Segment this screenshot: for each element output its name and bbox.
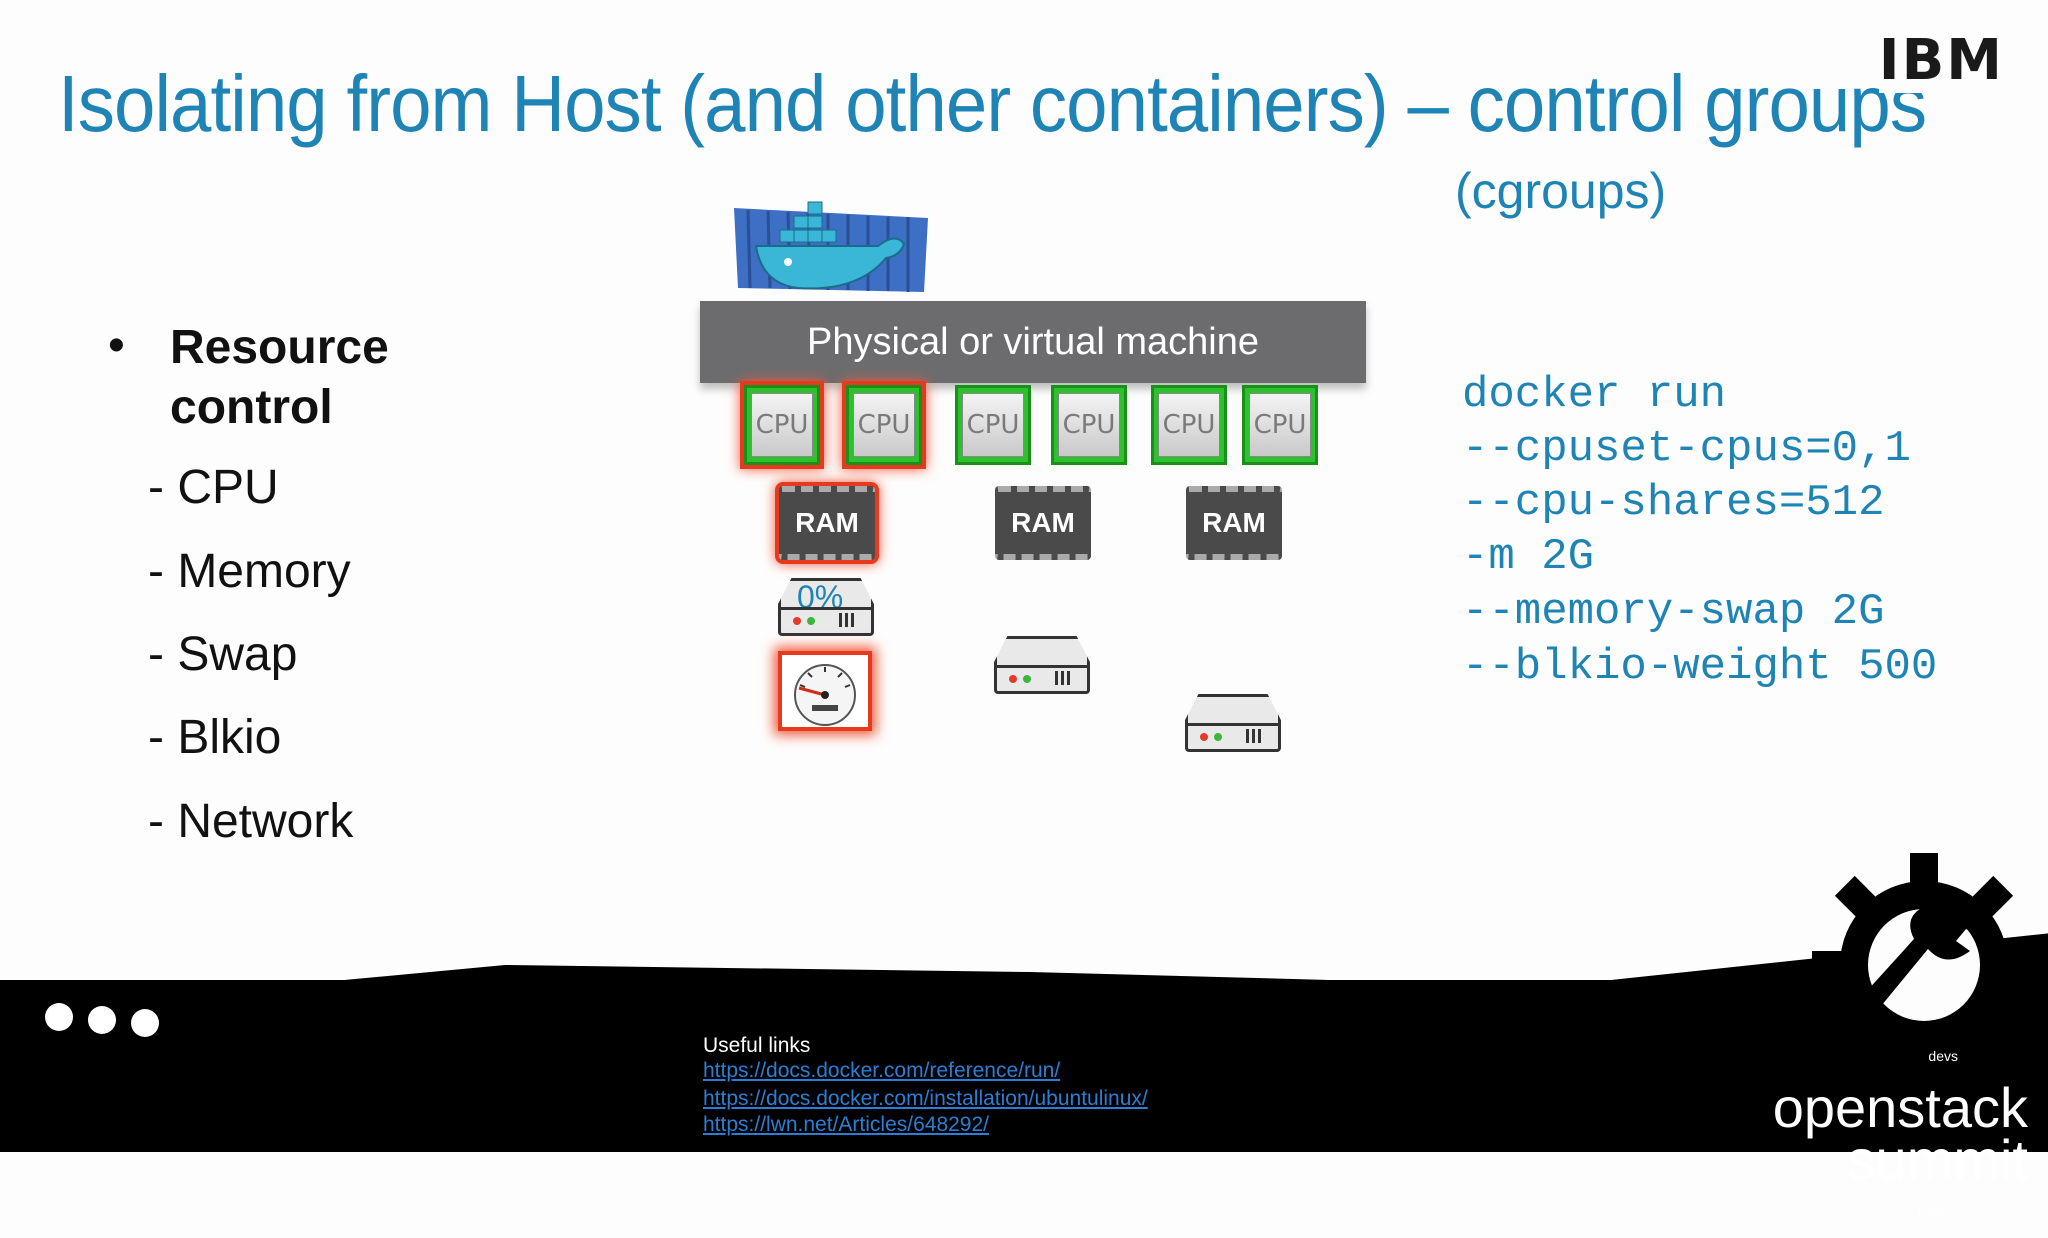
ram-label: RAM — [1011, 507, 1075, 538]
cpu-chip: CPU — [1051, 385, 1127, 465]
list-item-network: - Network — [148, 795, 354, 848]
dot-decoration — [45, 1003, 73, 1031]
cpu-chip: CPU — [846, 385, 922, 465]
cpu-chip: CPU — [955, 385, 1031, 465]
docker-container-icon — [734, 201, 928, 292]
disk-usage-label: 0% — [797, 579, 844, 615]
openstack-summit-logo: devs openstack summit users — [1752, 1030, 2028, 1238]
ibm-logo: IBM — [1878, 28, 2004, 93]
code-line: docker run — [1462, 370, 1727, 420]
logo-summit: summit — [1847, 1128, 2028, 1191]
ram-label: RAM — [795, 507, 859, 538]
list-item-blkio: - Blkio — [148, 711, 282, 764]
disk-icon — [1185, 694, 1281, 752]
slide-title: Isolating from Host (and other container… — [58, 59, 1927, 148]
code-line: --cpuset-cpus=0,1 — [1462, 424, 1911, 474]
code-line: -m 2G — [1462, 532, 1595, 582]
dot-decoration — [88, 1006, 116, 1034]
list-item-cpu: - CPU — [148, 461, 279, 514]
footer-band — [0, 980, 2048, 1152]
links-title: Useful links — [703, 1034, 811, 1057]
cpu-chip: CPU — [744, 385, 820, 465]
slide-subtitle: (cgroups) — [1455, 163, 1667, 219]
cpu-label: CPU — [1058, 393, 1120, 457]
cpu-label: CPU — [1249, 393, 1311, 457]
cpu-label: CPU — [1158, 393, 1220, 457]
dot-decoration — [131, 1009, 159, 1037]
bullet-heading: Resource control — [170, 321, 389, 434]
disk-icon: 0% — [778, 578, 874, 636]
code-line: --memory-swap 2G — [1462, 587, 1885, 637]
logo-openstack: openstack — [1772, 1076, 2028, 1139]
cpu-label: CPU — [853, 393, 915, 457]
ibm-logo-text: IBM — [1878, 28, 2004, 93]
cpu-label: CPU — [962, 393, 1024, 457]
machine-label: Physical or virtual machine — [807, 320, 1259, 363]
ram-module: RAM — [995, 486, 1091, 560]
logo-devs: devs — [1928, 1048, 1958, 1064]
machine-bar: Physical or virtual machine — [700, 301, 1366, 383]
link-docker-run[interactable]: https://docs.docker.com/reference/run/ — [703, 1059, 1061, 1082]
list-item-swap: - Swap — [148, 628, 298, 681]
disk-icon — [994, 636, 1090, 694]
code-line: --cpu-shares=512 — [1462, 478, 1885, 528]
cpu-chip: CPU — [1151, 385, 1227, 465]
gear-wrench-icon — [1812, 853, 2036, 1049]
link-docker-ubuntu[interactable]: https://docs.docker.com/installation/ubu… — [703, 1087, 1148, 1110]
cpu-label: CPU — [751, 393, 813, 457]
ram-label: RAM — [1202, 507, 1266, 538]
ram-module: RAM — [1186, 486, 1282, 560]
code-line: --blkio-weight 500 — [1462, 642, 1938, 692]
bullet-marker: • — [108, 319, 125, 372]
link-lwn-article[interactable]: https://lwn.net/Articles/648292/ — [703, 1113, 989, 1136]
ram-module: RAM — [779, 486, 875, 560]
network-gauge-icon — [778, 651, 872, 731]
cpu-chip: CPU — [1242, 385, 1318, 465]
logo-users: users — [1917, 1204, 1952, 1220]
list-item-memory: - Memory — [148, 545, 351, 598]
